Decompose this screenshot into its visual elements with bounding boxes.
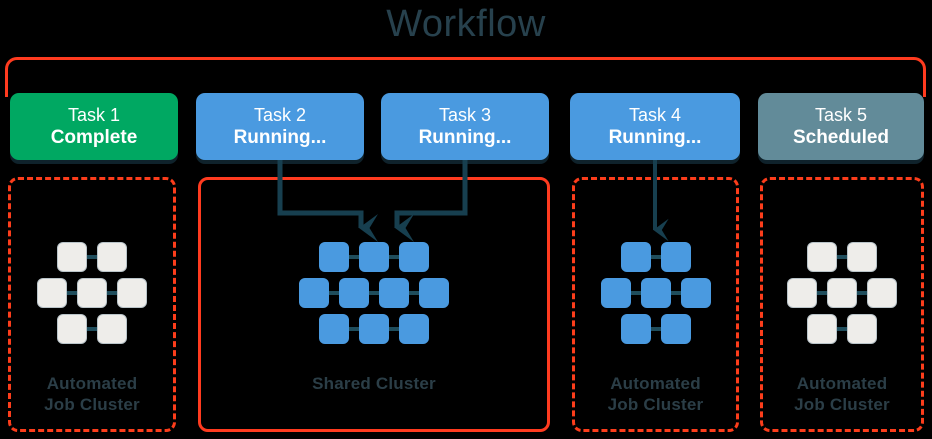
task-status: Running... xyxy=(418,126,512,148)
node-grid xyxy=(763,242,921,344)
node-row xyxy=(57,314,127,344)
task-card-3[interactable]: Task 3 Running... xyxy=(381,93,549,160)
node-row xyxy=(620,314,691,344)
node-row xyxy=(600,278,711,308)
cluster-node xyxy=(660,242,691,272)
cluster-node xyxy=(339,278,369,308)
task-status: Running... xyxy=(608,126,702,148)
cluster-node xyxy=(660,314,691,344)
node-connector xyxy=(349,255,359,259)
node-connector xyxy=(67,291,77,295)
node-connector xyxy=(670,291,681,295)
node-connector xyxy=(650,327,661,331)
node-connector xyxy=(409,291,419,295)
cluster-node xyxy=(359,242,389,272)
cluster-node xyxy=(319,242,349,272)
node-grid xyxy=(575,242,736,344)
task-status: Complete xyxy=(50,126,138,148)
cluster-label-line2: Job Cluster xyxy=(794,395,890,414)
cluster-panel-automated-3[interactable]: Automated Job Cluster xyxy=(760,177,924,432)
cluster-node xyxy=(419,278,449,308)
node-connector xyxy=(389,255,399,259)
node-connector xyxy=(630,291,641,295)
task-name: Task 5 xyxy=(814,104,868,125)
node-connector xyxy=(87,327,97,331)
task-card-2[interactable]: Task 2 Running... xyxy=(196,93,364,160)
cluster-label-line2: Job Cluster xyxy=(44,395,140,414)
task-card-4[interactable]: Task 4 Running... xyxy=(570,93,740,160)
node-connector xyxy=(817,291,827,295)
cluster-label-line1: Automated xyxy=(610,374,701,393)
task-name: Task 4 xyxy=(628,104,682,125)
cluster-node xyxy=(640,278,671,308)
node-connector xyxy=(349,327,359,331)
task-card-5[interactable]: Task 5 Scheduled xyxy=(758,93,924,160)
cluster-label-line1: Automated xyxy=(796,374,888,393)
node-connector xyxy=(107,291,117,295)
cluster-node xyxy=(847,242,877,272)
cluster-label-line2: Job Cluster xyxy=(607,395,704,414)
cluster-panel-shared[interactable]: Shared Cluster xyxy=(198,177,550,432)
node-connector xyxy=(329,291,339,295)
node-row xyxy=(37,278,147,308)
cluster-node xyxy=(97,242,127,272)
cluster-node xyxy=(37,278,67,308)
node-row xyxy=(299,278,449,308)
node-connector xyxy=(837,327,847,331)
cluster-node xyxy=(787,278,817,308)
task-name: Task 3 xyxy=(438,104,492,125)
cluster-label: Shared Cluster xyxy=(201,373,547,394)
cluster-node xyxy=(867,278,897,308)
cluster-label: Automated Job Cluster xyxy=(11,373,173,415)
node-connector xyxy=(650,255,661,259)
task-name: Task 1 xyxy=(67,104,121,125)
cluster-node xyxy=(807,314,837,344)
node-row xyxy=(57,242,127,272)
cluster-node xyxy=(620,242,651,272)
node-row xyxy=(319,314,429,344)
node-grid xyxy=(11,242,173,344)
node-row xyxy=(319,242,429,272)
cluster-label: Automated Job Cluster xyxy=(763,373,921,415)
cluster-node xyxy=(807,242,837,272)
node-connector xyxy=(369,291,379,295)
cluster-node xyxy=(620,314,651,344)
node-row xyxy=(787,278,897,308)
node-connector xyxy=(857,291,867,295)
task-card-1[interactable]: Task 1 Complete xyxy=(10,93,178,160)
node-grid xyxy=(201,242,547,344)
cluster-node xyxy=(57,242,87,272)
cluster-node xyxy=(299,278,329,308)
cluster-label: Automated Job Cluster xyxy=(575,373,736,415)
cluster-panel-automated-1[interactable]: Automated Job Cluster xyxy=(8,177,176,432)
cluster-node xyxy=(399,314,429,344)
cluster-node xyxy=(847,314,877,344)
node-row xyxy=(807,314,877,344)
cluster-label-line1: Shared Cluster xyxy=(312,374,436,393)
node-connector xyxy=(87,255,97,259)
task-name: Task 2 xyxy=(253,104,307,125)
cluster-node xyxy=(57,314,87,344)
cluster-node xyxy=(77,278,107,308)
workflow-group-bracket xyxy=(5,57,926,97)
cluster-node xyxy=(117,278,147,308)
cluster-node xyxy=(680,278,711,308)
node-connector xyxy=(389,327,399,331)
node-connector xyxy=(837,255,847,259)
cluster-node xyxy=(827,278,857,308)
cluster-node xyxy=(319,314,349,344)
node-row xyxy=(807,242,877,272)
node-row xyxy=(620,242,691,272)
cluster-node xyxy=(379,278,409,308)
cluster-node xyxy=(600,278,631,308)
task-status: Scheduled xyxy=(792,126,890,148)
cluster-node xyxy=(359,314,389,344)
cluster-node xyxy=(97,314,127,344)
cluster-node xyxy=(399,242,429,272)
cluster-label-line1: Automated xyxy=(46,374,138,393)
page-title: Workflow xyxy=(386,3,546,45)
task-status: Running... xyxy=(233,126,327,148)
cluster-panel-automated-2[interactable]: Automated Job Cluster xyxy=(572,177,739,432)
